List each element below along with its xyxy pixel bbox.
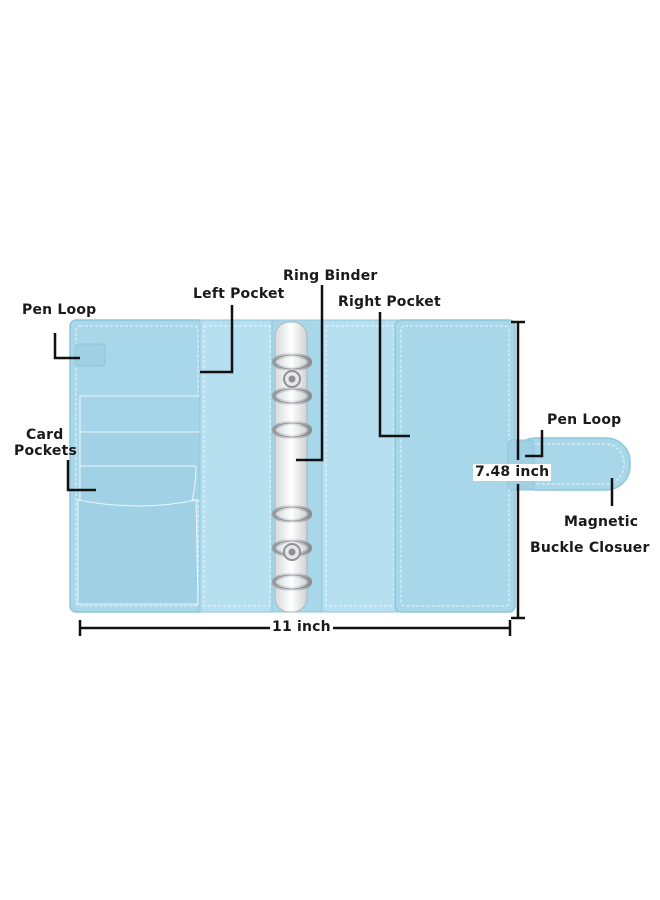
label-ring-binder: Ring Binder — [283, 268, 378, 284]
left-pocket-panel — [199, 319, 275, 613]
label-buckle-closuer: Buckle Closuer — [530, 540, 650, 556]
leader-card-pockets — [66, 460, 96, 492]
binder-ring-outline-6 — [273, 574, 311, 590]
binder-ring-outline-4 — [273, 506, 311, 522]
label-magnetic: Magnetic — [564, 514, 639, 530]
label-height: 7.48 inch — [473, 464, 552, 481]
leader-right-pocket — [378, 312, 410, 438]
pen-loop-left — [74, 343, 106, 367]
label-left-pocket: Left Pocket — [193, 286, 285, 302]
leader-pen-loop-right — [525, 430, 544, 458]
label-right-pocket: Right Pocket — [338, 294, 441, 310]
binder-ring-outline-3 — [273, 422, 311, 438]
right-pocket-panel — [321, 319, 399, 613]
leader-left-pocket — [200, 305, 234, 374]
binder-ring-outline-1 — [273, 354, 311, 370]
label-pen-loop-right: Pen Loop — [547, 412, 622, 428]
card-pocket-4 — [77, 499, 199, 605]
leader-ring-binder — [296, 285, 324, 462]
label-card-pockets-line2: Pockets — [14, 443, 78, 459]
label-width: 11 inch — [270, 619, 333, 636]
label-card-pockets-line1: Card — [26, 427, 64, 443]
label-pen-loop-left: Pen Loop — [22, 302, 97, 318]
binder-ring-outline-2 — [273, 388, 311, 404]
leader-pen-loop-left — [53, 333, 80, 360]
